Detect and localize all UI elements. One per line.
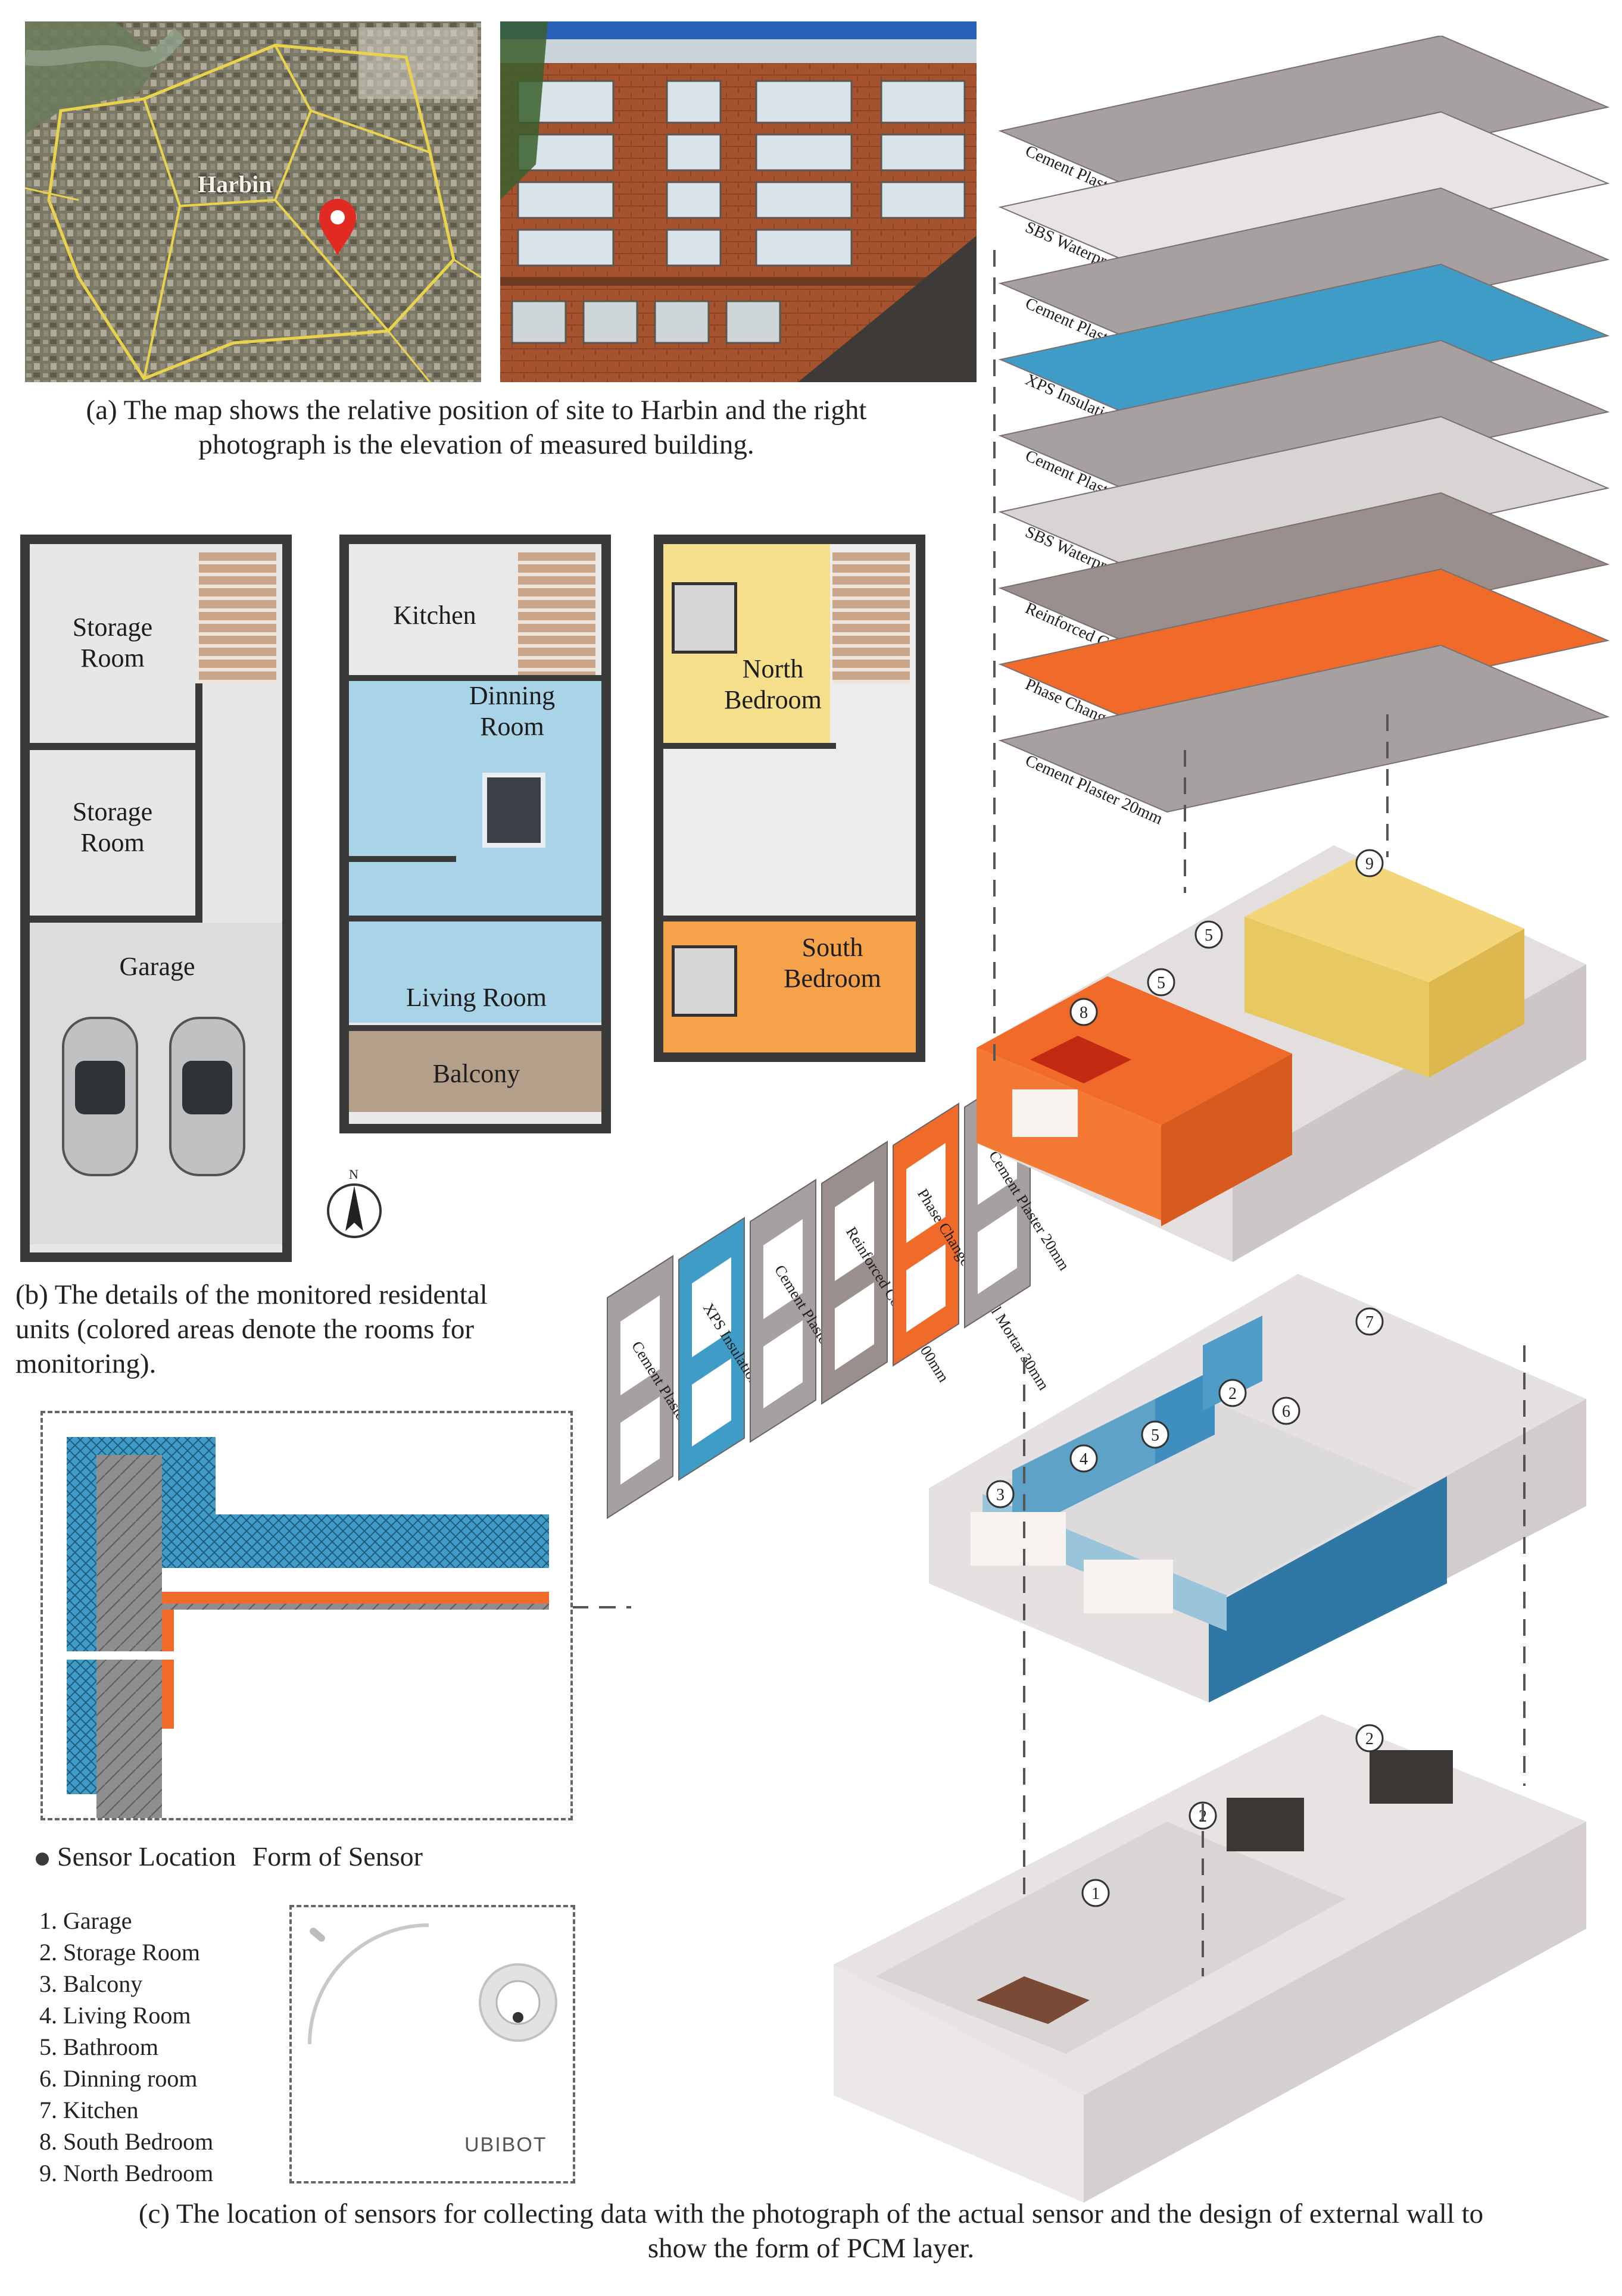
legend-item: 4. Living Room xyxy=(39,2002,191,2029)
sensor-marker: 2 xyxy=(1355,1724,1384,1753)
legend-form-of-sensor: Form of Sensor xyxy=(252,1841,423,1872)
sensor-marker: 8 xyxy=(1069,998,1098,1026)
svg-text:4: 4 xyxy=(1080,1450,1088,1469)
sensor-marker: 6 xyxy=(1272,1397,1300,1425)
room-label-south-bedroom-line2: Bedroom xyxy=(784,964,881,993)
sensor-marker: 5 xyxy=(1141,1420,1169,1449)
sensor-marker: 1 xyxy=(1081,1879,1110,1907)
floorplan-ground: Storage Room Storage Room Garage xyxy=(20,535,292,1262)
compass-label: N xyxy=(349,1167,358,1182)
sensor-marker: 7 xyxy=(1355,1307,1384,1336)
room-label-north-bedroom-line2: Bedroom xyxy=(724,685,822,714)
room-label-storage-1-line2: Room xyxy=(80,643,145,673)
sensor-marker: 9 xyxy=(1355,849,1384,877)
svg-text:2: 2 xyxy=(1228,1385,1237,1403)
legend-item: 5. Bathroom xyxy=(39,2033,158,2060)
dining-table-icon xyxy=(482,773,545,848)
caption-a-line1: (a) The map shows the relative position … xyxy=(86,395,867,426)
bed-icon xyxy=(672,945,737,1017)
room-label-kitchen: Kitchen xyxy=(393,601,476,630)
room-label-storage-2-line2: Room xyxy=(80,828,145,857)
sensor-marker: 2 xyxy=(1218,1379,1247,1407)
legend-item: 2. Storage Room xyxy=(39,1939,200,1966)
sensor-photo: UBIBOT xyxy=(289,1905,575,2183)
floorplan-second: North Bedroom South Bedroom xyxy=(654,535,925,1062)
svg-text:5: 5 xyxy=(1151,1426,1159,1445)
legend-header: Sensor Location Form of Sensor xyxy=(36,1839,423,1874)
map-city-label: Harbin xyxy=(198,171,272,198)
legend-item: 7. Kitchen xyxy=(39,2097,139,2123)
floorplan-first: Kitchen Dinning Room Living Room Balcony xyxy=(339,535,611,1133)
bed-icon xyxy=(672,582,737,654)
svg-text:5: 5 xyxy=(1205,926,1213,945)
legend-item: 6. Dinning room xyxy=(39,2065,198,2092)
room-label-living: Living Room xyxy=(406,983,547,1012)
sensor-marker: 5 xyxy=(1194,920,1223,949)
legend-list: 1. Garage 2. Storage Room 3. Balcony 4. … xyxy=(39,1905,289,2189)
harbin-map: Harbin xyxy=(25,21,481,382)
room-label-storage-1-line1: Storage xyxy=(72,613,153,642)
sensor-marker: 5 xyxy=(1147,968,1175,997)
isometric-middle-floor: 2 3 4 5 6 7 xyxy=(929,1274,1586,1703)
roof-layer-stack: Cement Plaster 20mmSBS Waterproof Materi… xyxy=(998,36,1610,829)
wall-layer: XPS Insulation xyxy=(678,1217,764,1481)
legend-sensor-location: Sensor Location xyxy=(57,1841,236,1872)
svg-text:3: 3 xyxy=(996,1486,1005,1504)
caption-c-line2: show the form of PCM layer. xyxy=(647,2233,975,2264)
caption-b-line3: monitoring). xyxy=(15,1348,157,1379)
wall-section-detail xyxy=(40,1411,573,1848)
building-photo xyxy=(500,21,977,382)
sensor-marker: 3 xyxy=(986,1480,1015,1508)
caption-c-line1: (c) The location of sensors for collecti… xyxy=(138,2198,1484,2229)
isometric-top-floor: 5 5 8 9 xyxy=(977,845,1586,1262)
sensor-dot-icon xyxy=(36,1853,49,1866)
location-pin-icon xyxy=(319,199,356,255)
room-label-north-bedroom-line1: North xyxy=(742,654,804,683)
room-label-balcony: Balcony xyxy=(432,1059,520,1088)
room-label-dining-line1: Dinning xyxy=(469,681,556,710)
car-icon xyxy=(62,1017,138,1176)
legend-item: 3. Balcony xyxy=(39,1970,143,1997)
legend-item: 1. Garage xyxy=(39,1907,132,1934)
svg-text:9: 9 xyxy=(1365,855,1374,873)
room-label-dining-line2: Room xyxy=(480,712,544,741)
room-label-south-bedroom-line1: South xyxy=(801,933,863,962)
sensor-marker: 4 xyxy=(1069,1444,1098,1473)
sensor-brand-label: UBIBOT xyxy=(464,2133,547,2156)
room-label-garage: Garage xyxy=(119,952,195,981)
wall-layer: Cement Plaster 20mm xyxy=(607,1255,716,1519)
svg-text:8: 8 xyxy=(1080,1004,1088,1022)
legend-item: 8. South Bedroom xyxy=(39,2128,214,2155)
svg-text:5: 5 xyxy=(1157,974,1165,992)
caption-b-line2: units (colored areas denote the rooms fo… xyxy=(15,1314,475,1345)
caption-a-line2: photograph is the elevation of measured … xyxy=(198,429,754,460)
svg-text:1: 1 xyxy=(1091,1885,1100,1903)
north-arrow-icon: N xyxy=(322,1167,387,1244)
svg-text:7: 7 xyxy=(1365,1313,1374,1332)
car-icon xyxy=(169,1017,245,1176)
caption-b-line1: (b) The details of the monitored residen… xyxy=(15,1279,488,1310)
svg-text:6: 6 xyxy=(1282,1402,1290,1421)
legend-item: 9. North Bedroom xyxy=(39,2160,214,2186)
room-label-storage-2-line1: Storage xyxy=(72,797,153,826)
svg-text:2: 2 xyxy=(1365,1730,1374,1748)
